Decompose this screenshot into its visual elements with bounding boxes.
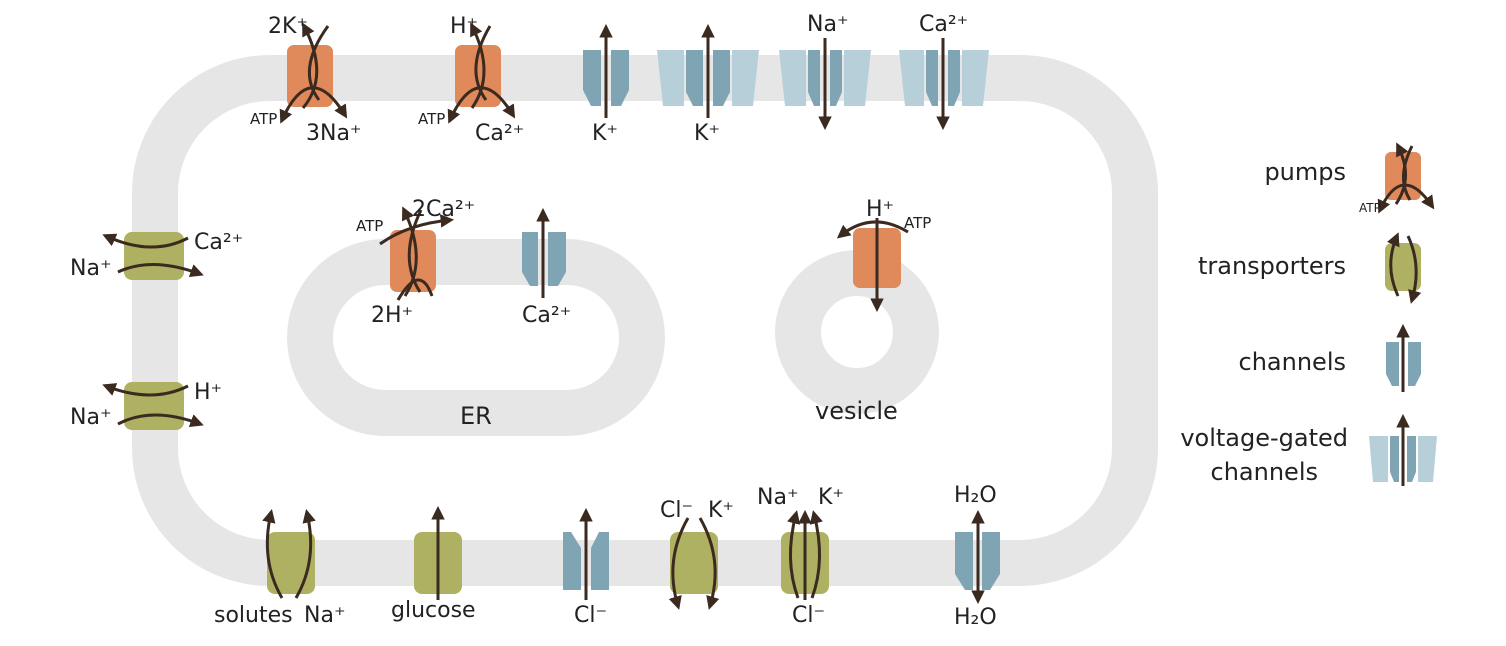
label-atp: ATP [904,214,931,232]
channel-subunit-right [982,532,1000,590]
sodium-proton-exchanger: Na⁺ H⁺ [70,380,222,430]
chloride-potassium-cotransporter: Cl⁻ K⁺ [660,498,734,610]
label-na: Na⁺ [757,485,799,510]
pump-body [455,45,501,107]
vg-inner-left [926,50,938,106]
label-ca: Ca²⁺ [919,12,968,37]
label-k: K⁺ [818,485,844,510]
vg-inner-right [830,50,842,106]
transporter-body [124,232,184,280]
vg-inner-left [686,50,703,106]
pump-body [390,230,436,292]
vesicle-proton-pump: H⁺ ATP [836,197,931,313]
vg-outer-right [732,50,759,106]
legend-vg-inner-right [1407,436,1416,482]
vesicle-label: vesicle [815,397,898,425]
label-ca: Ca²⁺ [194,230,243,255]
label-atp: ATP [418,110,445,128]
label-solutes: solutes [214,603,293,628]
sodium-potassium-chloride-cotransporter: Na⁺ K⁺ Cl⁻ [757,485,844,628]
legend-label-channels: channels [1239,348,1346,376]
channel-subunit-left [563,532,581,590]
legend-label-transporters: transporters [1198,252,1346,280]
label-ca: Ca²⁺ [475,121,524,146]
label-h2o-bottom: H₂O [954,605,997,630]
transporter-body [267,532,315,594]
legend: pumps ATP transporters channels voltage-… [1180,142,1437,486]
transporter-body [124,382,184,430]
label-h2o-top: H₂O [954,483,997,508]
vg-inner-right [713,50,730,106]
channel-subunit-right [548,232,566,286]
glucose-transporter: glucose [391,505,476,623]
legend-pump-atp: ATP [1359,201,1381,215]
cell-membrane [132,55,1158,586]
label-h: H⁺ [450,14,478,39]
label-glucose: glucose [391,598,476,623]
label-na: Na⁺ [70,256,112,281]
potassium-channel: K⁺ [583,23,629,146]
legend-vg-outer-left [1369,436,1388,482]
legend-label-voltage-gated-line2: channels [1211,458,1318,486]
legend-transporter-swatch [1385,243,1421,291]
voltage-gated-sodium-channel: Na⁺ [779,12,871,131]
er-calcium-channel: Ca²⁺ [522,207,571,328]
vg-inner-left [808,50,820,106]
label-k: K⁺ [592,121,618,146]
label-na: Na⁺ [807,12,849,37]
er-membrane [287,239,665,436]
label-2k: 2K⁺ [268,14,308,39]
label-cl: Cl⁻ [574,603,607,628]
label-na: Na⁺ [70,405,112,430]
legend-vg-inner-left [1390,436,1399,482]
channel-subunit-left [522,232,538,286]
channel-subunit-left [583,50,601,106]
sodium-potassium-pump: 2K⁺ ATP 3Na⁺ [250,14,362,146]
sodium-calcium-exchanger: Na⁺ Ca²⁺ [70,230,243,281]
voltage-gated-potassium-channel: K⁺ [657,23,759,146]
sodium-solute-symporter: solutes Na⁺ [214,509,346,628]
transporter-body [670,532,718,594]
er-label: ER [460,402,492,430]
vg-outer-left [779,50,806,106]
channel-subunit-left [955,532,973,590]
label-h: H⁺ [194,380,222,405]
label-cl: Cl⁻ [660,498,693,523]
water-channel: H₂O H₂O [954,483,1000,630]
label-2h: 2H⁺ [371,303,413,328]
label-k: K⁺ [694,121,720,146]
vg-outer-left [657,50,684,106]
vg-outer-right [844,50,871,106]
label-k: K⁺ [708,498,734,523]
legend-channel-left [1386,342,1399,386]
proton-calcium-pump: H⁺ ATP Ca²⁺ [418,14,524,146]
channel-subunit-right [611,50,629,106]
label-atp: ATP [356,217,383,235]
legend-vg-outer-right [1418,436,1437,482]
vg-outer-left [899,50,924,106]
vg-inner-right [948,50,960,106]
label-h: H⁺ [866,197,894,222]
label-3na: 3Na⁺ [306,121,362,146]
label-atp: ATP [250,110,277,128]
legend-channel-right [1408,342,1421,386]
legend-label-voltage-gated-line1: voltage-gated [1180,424,1348,452]
voltage-gated-calcium-channel: Ca²⁺ [899,12,989,131]
chloride-channel: Cl⁻ [563,507,609,628]
vg-outer-right [962,50,989,106]
channel-subunit-right [591,532,609,590]
er-calcium-pump: ATP 2Ca²⁺ 2H⁺ [356,197,475,328]
label-na: Na⁺ [304,603,346,628]
label-2ca: 2Ca²⁺ [412,197,475,222]
label-cl: Cl⁻ [792,603,825,628]
label-ca: Ca²⁺ [522,303,571,328]
legend-label-pumps: pumps [1264,158,1346,186]
vesicle-membrane [775,250,939,414]
